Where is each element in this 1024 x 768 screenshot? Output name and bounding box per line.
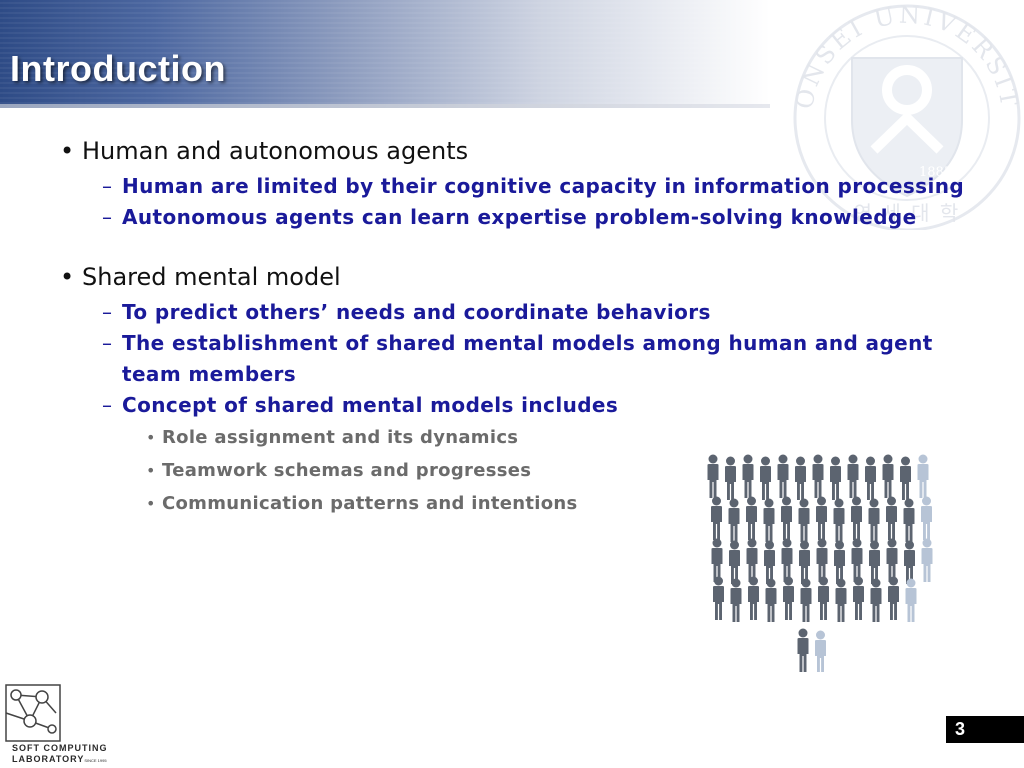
person-figure xyxy=(816,496,827,540)
bullet-level3: • Communication patterns and intentions xyxy=(60,487,990,520)
person-figure xyxy=(851,538,863,582)
bullet-level2: – The establishment of shared mental mod… xyxy=(60,328,990,390)
dash-icon: – xyxy=(102,331,113,355)
lab-logo xyxy=(5,684,61,742)
bullet-dot-icon: • xyxy=(146,494,156,513)
dash-icon: – xyxy=(102,393,113,417)
person-figure xyxy=(903,498,915,542)
bullet-level3: • Role assignment and its dynamics xyxy=(60,421,990,454)
person-figure xyxy=(886,496,897,540)
person-figure xyxy=(746,496,757,540)
bullet-dot-icon: • xyxy=(60,137,75,165)
bullet-dot-icon: • xyxy=(60,263,75,291)
person-figure xyxy=(760,456,771,500)
bullet-level1: • Shared mental model xyxy=(60,261,990,293)
university-seal-watermark: YONSEI UNIVERSITY 1885 연 세 대 학 xyxy=(790,0,1021,230)
bullet-dot-icon: • xyxy=(146,428,156,447)
lab-name-line2: LABORATORY xyxy=(12,754,85,764)
dash-icon: – xyxy=(102,205,113,229)
person-figure xyxy=(865,456,876,500)
slide-content: • Human and autonomous agents – Human ar… xyxy=(60,135,990,520)
person-figure xyxy=(711,538,723,582)
person-figure xyxy=(795,456,806,500)
person-figure xyxy=(707,454,719,498)
section-heading: Human and autonomous agents xyxy=(82,137,469,165)
person-figure xyxy=(830,456,841,500)
person-figure xyxy=(798,498,810,542)
person-figure xyxy=(869,540,880,584)
crowd-of-people-icon xyxy=(707,454,933,672)
bullet-text: Human are limited by their cognitive cap… xyxy=(122,174,965,198)
person-figure xyxy=(882,454,894,498)
bullet-level1: • Human and autonomous agents xyxy=(60,135,990,167)
dash-icon: – xyxy=(102,174,113,198)
bullet-text: To predict others’ needs and coordinate … xyxy=(122,300,711,324)
person-figure xyxy=(728,498,740,542)
bullet-level3: • Teamwork schemas and progresses xyxy=(60,454,990,487)
person-figure xyxy=(834,540,845,584)
lab-name: SOFT COMPUTING LABORATORYSINCE 1995 xyxy=(12,743,108,766)
person-figure xyxy=(905,578,917,622)
person-figure xyxy=(812,454,824,498)
person-figure xyxy=(815,630,826,672)
person-figure xyxy=(763,498,775,542)
lab-since: SINCE 1995 xyxy=(84,758,107,763)
page-title: Introduction xyxy=(10,48,226,89)
person-figure xyxy=(888,576,899,620)
person-figure xyxy=(816,538,828,582)
person-figure xyxy=(748,576,759,620)
person-figure xyxy=(781,538,793,582)
bullet-level2: – To predict others’ needs and coordinat… xyxy=(60,297,990,328)
page-number: 3 xyxy=(954,719,965,739)
sub-bullet-text: Communication patterns and intentions xyxy=(162,493,578,514)
person-figure xyxy=(713,576,724,620)
person-figure xyxy=(764,540,775,584)
bullet-text: Autonomous agents can learn expertise pr… xyxy=(122,205,917,229)
bullet-text: Concept of shared mental models includes xyxy=(122,393,619,417)
dash-icon: – xyxy=(102,300,113,324)
person-figure xyxy=(725,456,736,500)
person-figure xyxy=(868,498,880,542)
person-figure xyxy=(729,540,740,584)
bullet-level2: – Concept of shared mental models includ… xyxy=(60,390,990,421)
person-figure xyxy=(853,576,864,620)
header-band xyxy=(0,0,770,104)
person-figure xyxy=(783,576,794,620)
seal-year: 1885 xyxy=(919,165,952,180)
person-figure xyxy=(870,578,882,622)
person-figure xyxy=(921,496,932,540)
sub-bullet-text: Role assignment and its dynamics xyxy=(162,427,519,448)
person-figure xyxy=(886,538,898,582)
person-figure xyxy=(818,576,829,620)
person-figure xyxy=(746,538,758,582)
person-figure xyxy=(765,578,777,622)
person-figure xyxy=(730,578,742,622)
lab-name-line1: SOFT COMPUTING xyxy=(12,743,108,753)
bullet-level2: – Autonomous agents can learn expertise … xyxy=(60,202,990,233)
page-number-box: 3 xyxy=(946,716,1024,743)
person-figure xyxy=(799,540,810,584)
sub-bullet-text: Teamwork schemas and progresses xyxy=(162,460,532,481)
person-figure xyxy=(847,454,859,498)
person-figure xyxy=(833,498,845,542)
person-figure xyxy=(904,540,915,584)
person-figure xyxy=(800,578,812,622)
person-figure xyxy=(797,628,809,672)
person-figure xyxy=(742,454,754,498)
person-figure xyxy=(851,496,862,540)
person-figure xyxy=(835,578,847,622)
person-figure xyxy=(900,456,911,500)
person-figure xyxy=(917,454,929,498)
section-heading: Shared mental model xyxy=(82,263,341,291)
person-figure xyxy=(781,496,792,540)
person-figure xyxy=(777,454,789,498)
person-figure xyxy=(921,538,933,582)
bullet-level2: – Human are limited by their cognitive c… xyxy=(60,171,990,202)
bullet-dot-icon: • xyxy=(146,461,156,480)
header-divider xyxy=(0,104,770,108)
bullet-text: The establishment of shared mental model… xyxy=(122,331,933,386)
person-figure xyxy=(711,496,722,540)
seal-korean-text: 연 세 대 학 xyxy=(854,201,961,225)
